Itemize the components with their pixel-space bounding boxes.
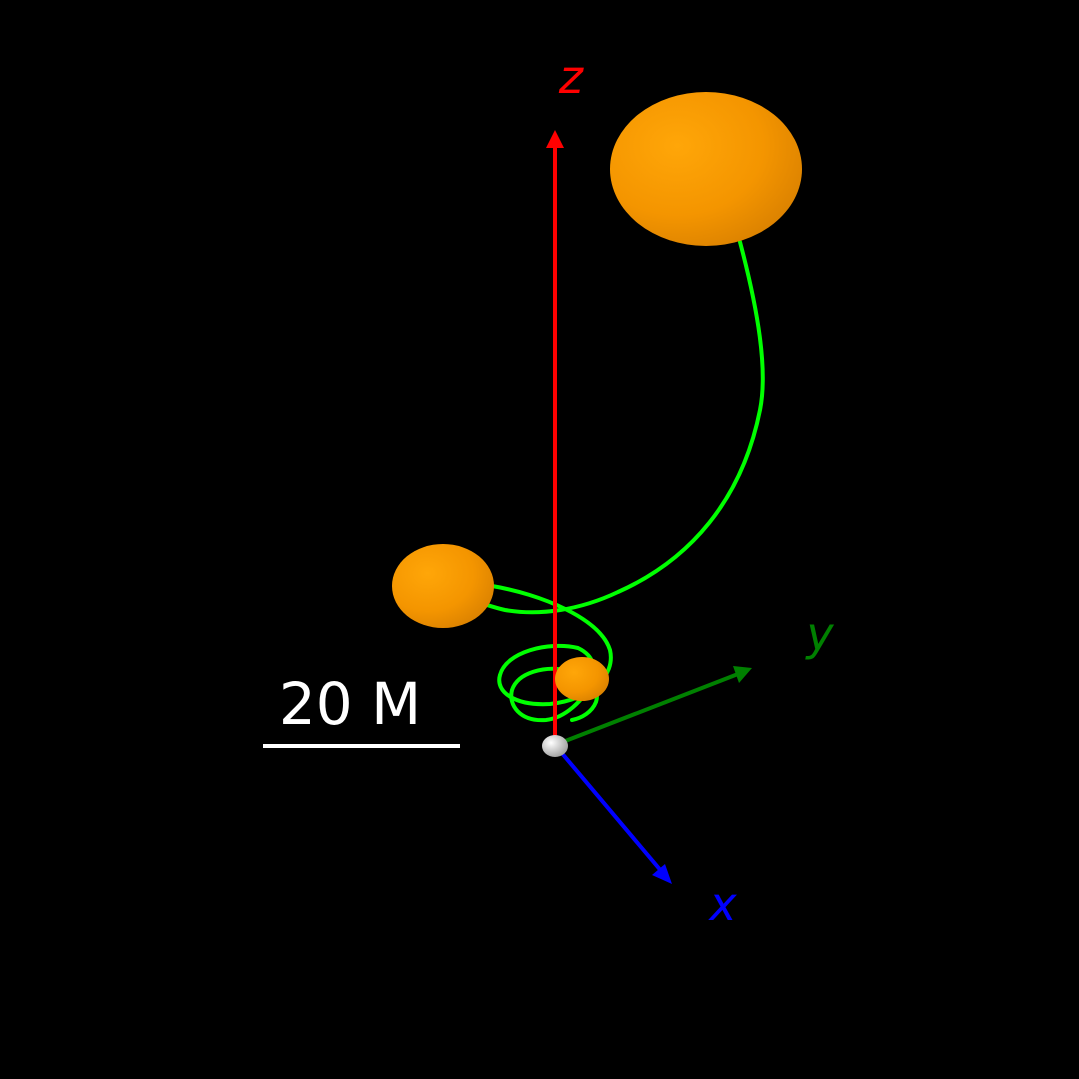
x-axis-line [553,743,664,874]
x-axis-arrowhead [652,864,672,884]
trajectory-inner-loops [490,584,613,723]
z-axis-arrowhead [546,130,564,148]
scale-bar-label: 20 M [279,670,421,738]
x-axis-label: x [707,877,737,931]
x-axis [553,743,672,884]
y-axis-label: y [804,607,834,661]
z-axis-label: z [558,50,584,104]
trajectory-outer-arc [478,240,765,615]
scale-bar: 20 M [263,670,460,748]
y-axis-arrowhead [733,666,752,683]
y-axis [554,666,752,747]
origin-sphere [542,735,568,757]
trajectory [478,240,765,723]
medium-sphere [392,544,494,628]
large-sphere [610,92,802,246]
small-sphere [555,657,609,701]
z-axis [546,130,564,745]
y-axis-line [554,672,739,747]
